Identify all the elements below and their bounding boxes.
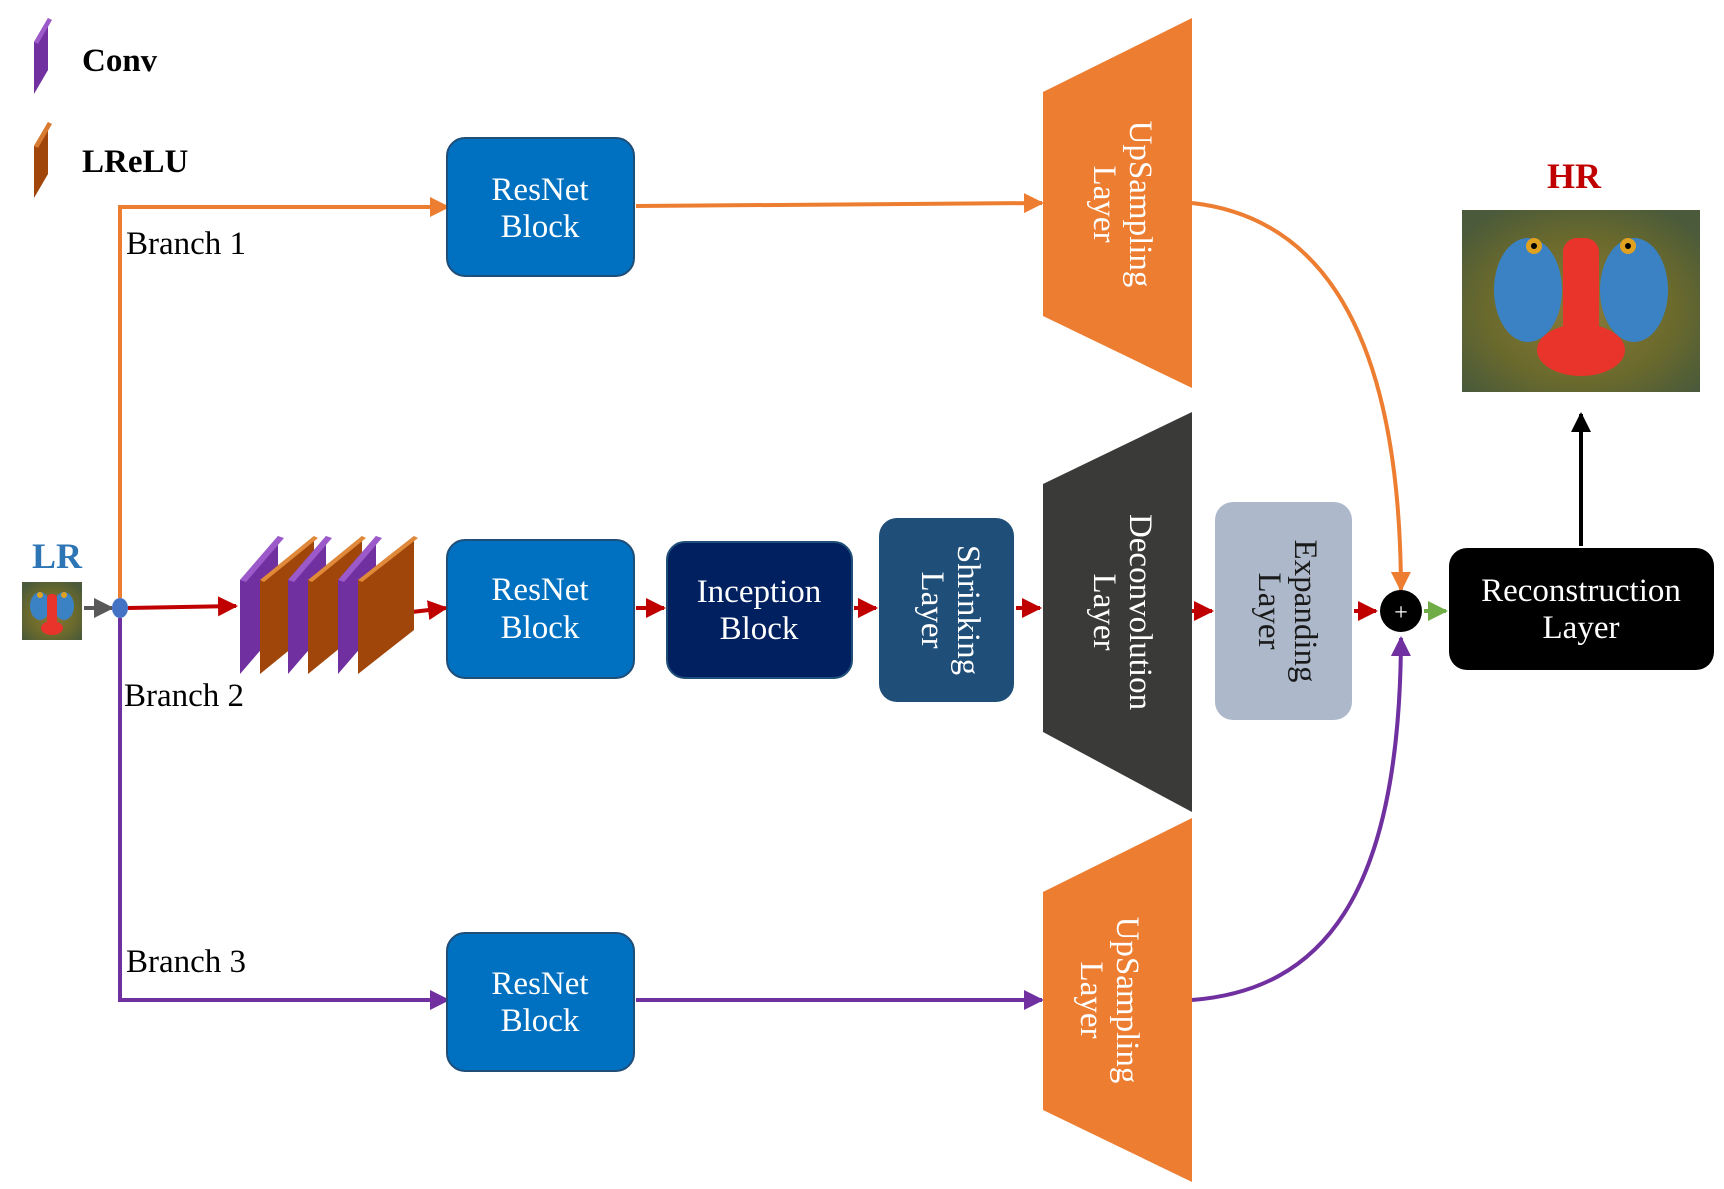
expanding-layer: Expanding Layer [1215,502,1352,720]
legend-lrelu-label: LReLU [82,144,189,180]
branch3-curve-to-sum [1191,636,1411,1002]
svg-text:ResNet: ResNet [491,172,588,208]
svg-text:Block: Block [501,209,580,245]
svg-text:Layer: Layer [1251,573,1287,650]
svg-text:Block: Block [720,611,799,647]
svg-text:Block: Block [501,1003,580,1039]
legend-conv: Conv [34,18,158,94]
svg-text:Expanding: Expanding [1287,540,1323,683]
svg-text:ResNet: ResNet [491,572,588,608]
svg-text:Reconstruction: Reconstruction [1481,573,1681,609]
shrinking-layer: Shrinking Layer [879,518,1014,702]
resnet-block-branch1: ResNet Block [446,137,635,277]
svg-text:Layer: Layer [1086,166,1122,243]
branch3-label: Branch 3 [126,944,246,980]
upsampling-layer-branch1: UpSampling Layer [1043,18,1192,388]
hr-label: HR [1547,156,1602,196]
svg-text:Layer: Layer [1086,574,1122,651]
reconstruction-layer: Reconstruction Layer [1449,548,1714,670]
conv-lrelu-stack [240,536,418,674]
branch3-connector [118,618,450,1010]
branch2-arrow-to-stack [127,596,238,617]
hr-image [1462,210,1700,392]
lr-image [22,582,82,640]
svg-text:UpSampling: UpSampling [1122,121,1158,288]
svg-text:UpSampling: UpSampling [1109,917,1145,1084]
svg-text:Layer: Layer [1543,610,1620,646]
svg-text:Shrinking: Shrinking [950,545,986,675]
branch1-arrow-to-upsampling [635,193,1044,214]
branch1-curve-to-sum [1191,201,1411,592]
upsampling-layer-branch3: UpSampling Layer [1043,818,1192,1182]
branch2-arrow-stack-to-resnet [411,600,448,621]
deconvolution-layer: Deconvolution Layer [1043,412,1192,812]
svg-text:Layer: Layer [1073,962,1109,1039]
svg-text:ResNet: ResNet [491,966,588,1002]
inception-block: Inception Block [666,541,853,679]
svg-text:Deconvolution: Deconvolution [1122,514,1158,710]
lr-label: LR [32,536,83,576]
svg-text:Inception: Inception [697,574,822,610]
legend-lrelu: LReLU [34,122,189,198]
legend-conv-label: Conv [82,43,158,79]
svg-text:+: + [1394,600,1408,626]
branch1-label: Branch 1 [126,226,246,262]
resnet-block-branch2: ResNet Block [446,539,635,679]
resnet-block-branch3: ResNet Block [446,932,635,1072]
branch2-label: Branch 2 [124,678,244,714]
svg-text:Layer: Layer [914,572,950,649]
svg-text:Block: Block [501,610,580,646]
branch1-connector [118,197,450,598]
junction-node [112,598,128,618]
sum-node: + [1380,590,1422,632]
